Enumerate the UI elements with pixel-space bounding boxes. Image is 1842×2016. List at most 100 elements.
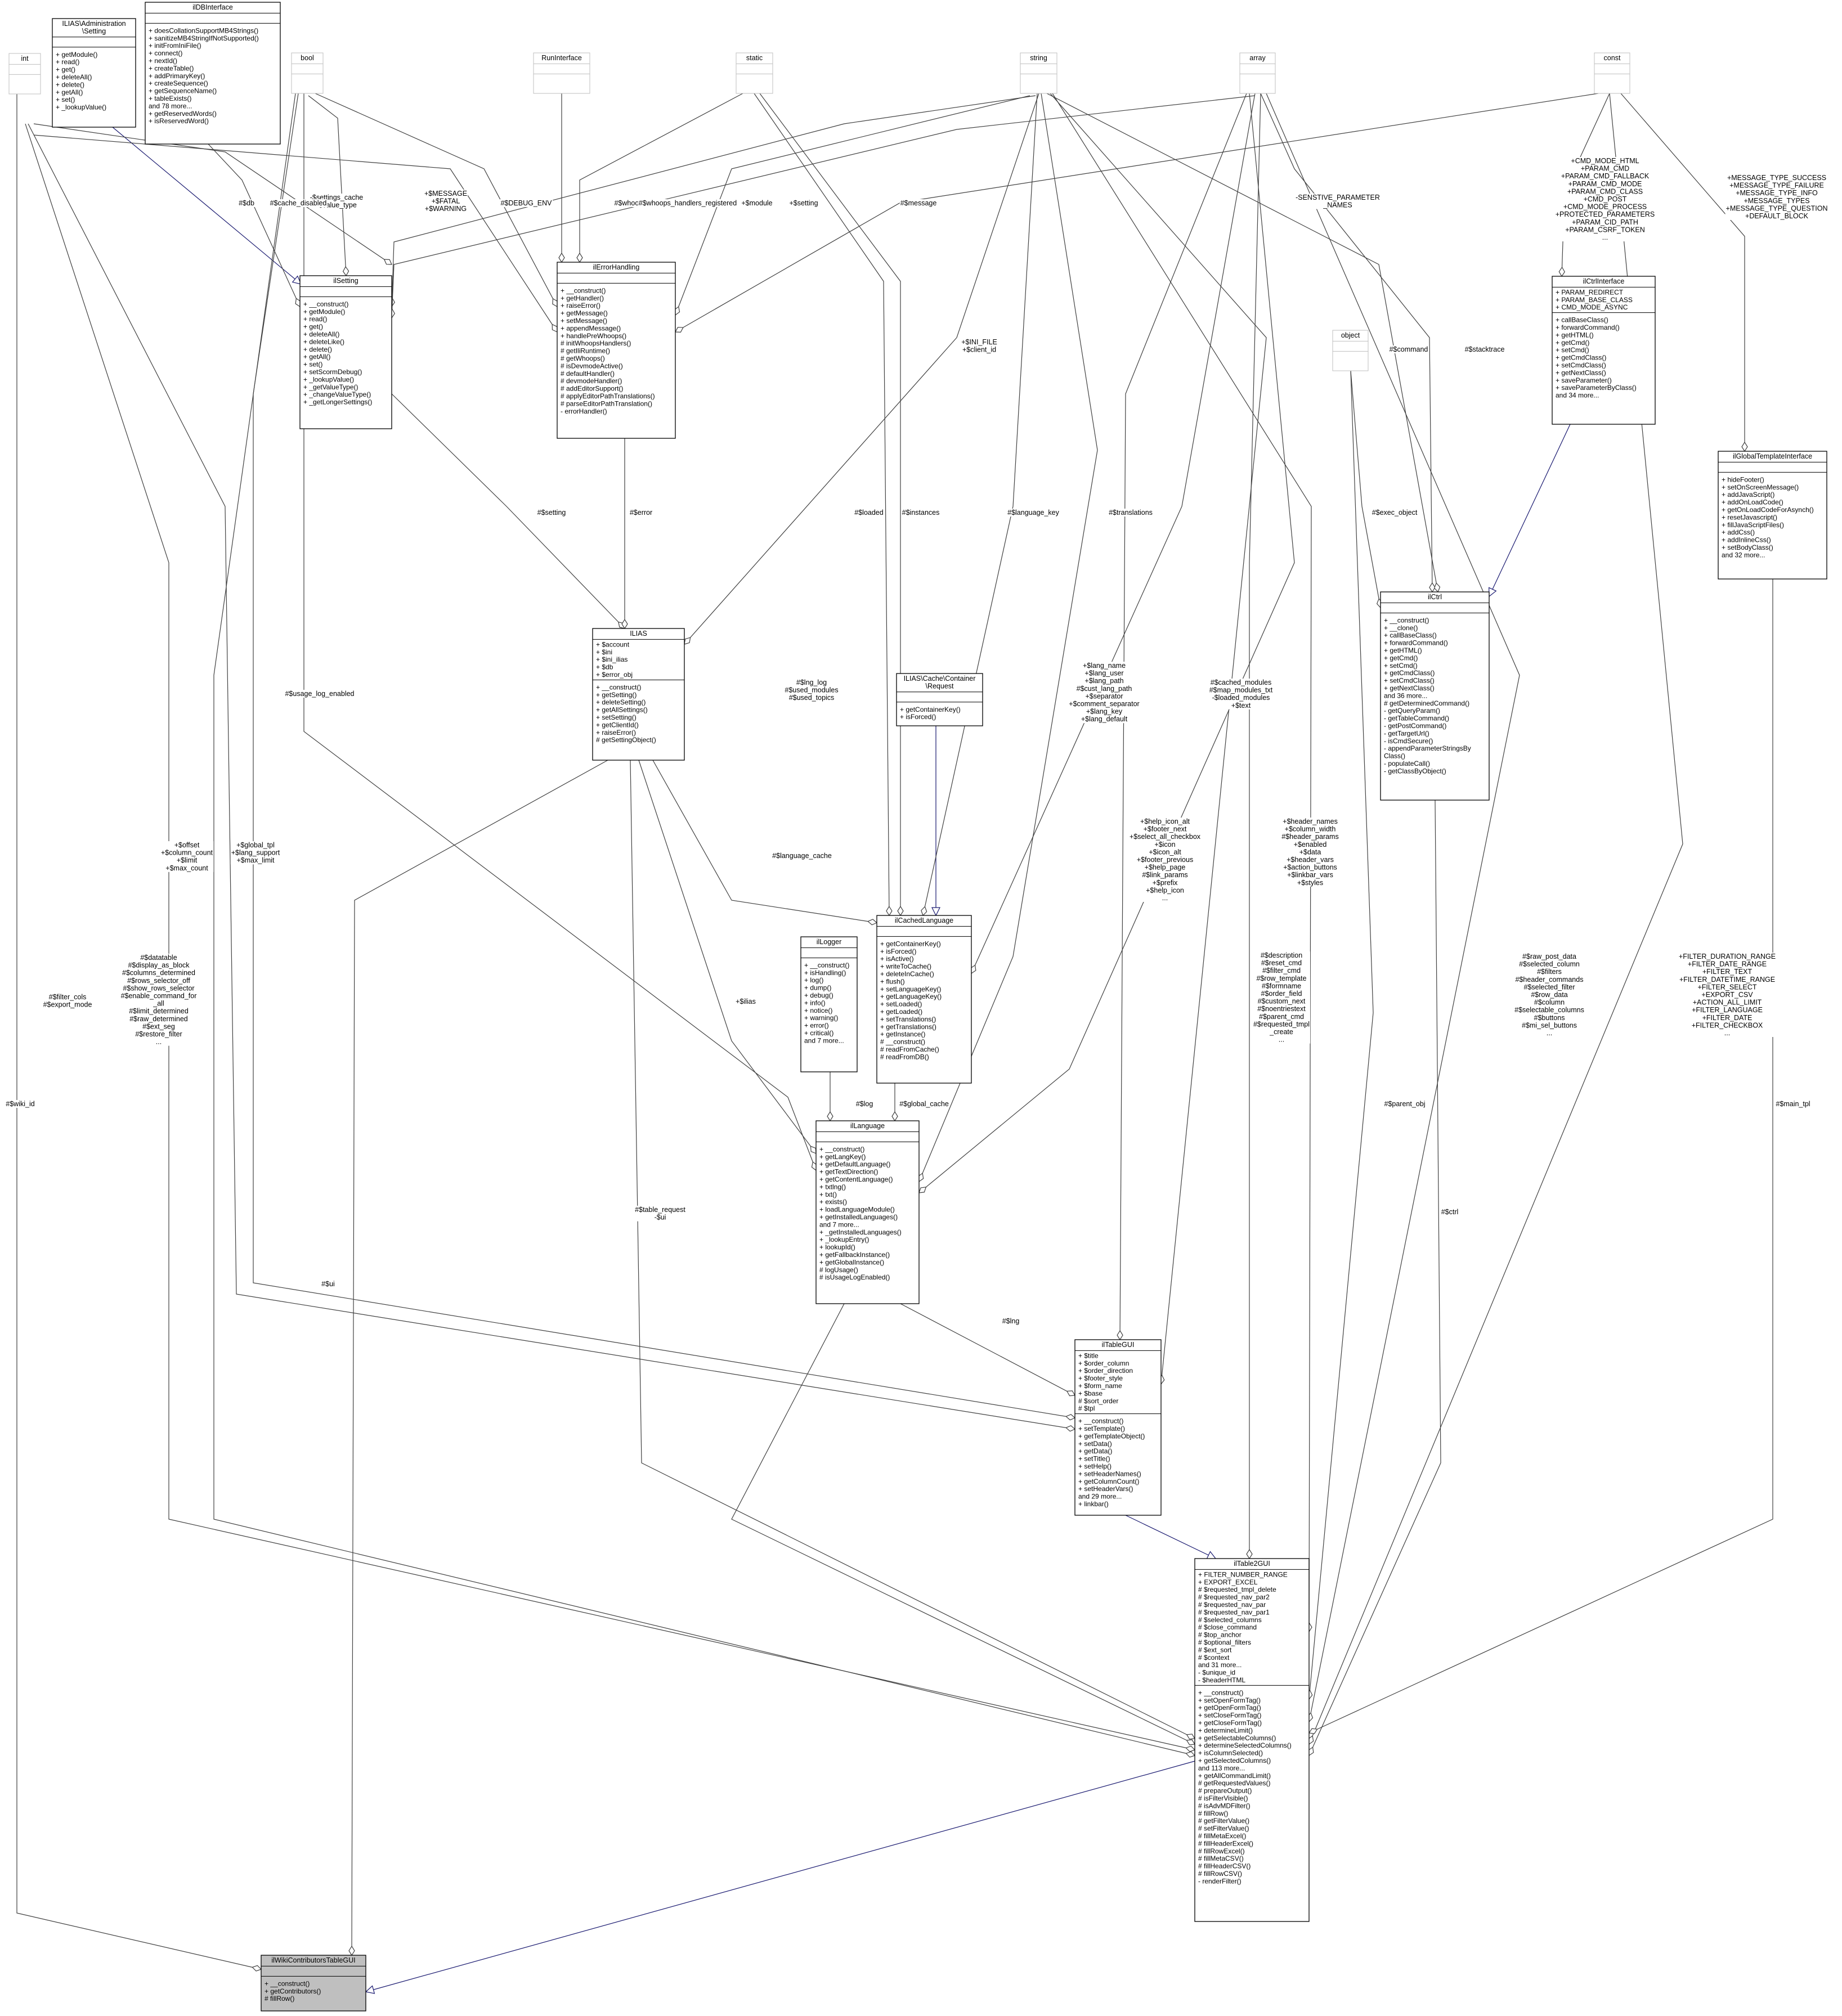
class-box-illogger[interactable]: ilLogger+ __construct()+ isHandling()+ l… xyxy=(800,936,858,1072)
aggregation-diamond xyxy=(810,1146,817,1154)
class-operation: + hideFooter() xyxy=(1722,475,1764,483)
class-box-array[interactable]: array xyxy=(1239,52,1276,94)
class-box-ilglobaltemplateinterface[interactable]: ilGlobalTemplateInterface+ hideFooter()+… xyxy=(1718,451,1827,580)
edge-label-sensitive: -SENSTIVE_PARAMETER_NAMES xyxy=(1295,194,1381,209)
class-operation: # setFilterValue() xyxy=(1198,1825,1249,1833)
class-box-object[interactable]: object xyxy=(1332,330,1369,371)
edge-label-line: _create xyxy=(1269,1028,1293,1036)
class-operation: + getSetting() xyxy=(596,691,637,699)
aggregation-diamond xyxy=(558,252,565,263)
class-box-ilcachedlanguage[interactable]: ilCachedLanguage+ getContainerKey()+ isF… xyxy=(876,915,972,1084)
class-title: ilWikiContributorsTableGUI xyxy=(271,1956,355,1964)
class-operation: + getDefaultLanguage() xyxy=(819,1160,890,1168)
class-operation: + _lookupValue() xyxy=(56,104,106,111)
edge-label-exec_object: #$exec_object xyxy=(1371,509,1418,517)
edge-label-line: #$parent_obj xyxy=(1384,1100,1426,1108)
class-box-const[interactable]: const xyxy=(1594,52,1630,94)
edge-label-db: #$db xyxy=(238,199,255,207)
edge-label-line: +CMD_MODE_PROCESS xyxy=(1563,203,1647,211)
class-box-ilctrl[interactable]: ilCtrl+ __construct()+ __clone()+ callBa… xyxy=(1380,591,1490,801)
class-box-ildbinterface[interactable]: ilDBInterface+ doesCollationSupportMB4St… xyxy=(145,2,281,145)
class-box-ilsetting[interactable]: ilSetting+ __construct()+ getModule()+ r… xyxy=(299,275,392,429)
edge-label-language_cache: #$language_cache xyxy=(772,852,832,860)
aggregation-diamond xyxy=(1065,1414,1076,1421)
class-operation: + deleteAll() xyxy=(303,330,339,338)
class-operation: + setLanguageKey() xyxy=(880,985,941,993)
class-operation: + fillJavaScriptFiles() xyxy=(1722,521,1784,529)
class-attribute: + PARAM_REDIRECT xyxy=(1556,288,1624,296)
edge-label-line: #$datatable xyxy=(140,954,177,962)
class-operation: + _getValueType() xyxy=(303,383,358,391)
relation-ilglobaltemplateinterface-to-iltable2gui xyxy=(1308,579,1773,1734)
class-box-cache_request[interactable]: ILIAS\Cache\Container\Request+ getContai… xyxy=(896,673,983,726)
edge-label-line: #$wiki_id xyxy=(6,1100,34,1108)
aggregation-diamond xyxy=(1066,1390,1076,1397)
class-operation: + setCmd() xyxy=(1384,662,1418,670)
edge-label-ini_file: +$INI_FILE+$client_id xyxy=(961,338,998,354)
edge-label-line: #$mi_sel_buttons xyxy=(1522,1021,1577,1029)
edge-label-line: +$action_buttons xyxy=(1283,864,1337,872)
edge-label-stacktrace: #$stacktrace xyxy=(1464,345,1505,353)
edge-label-line: #$filters xyxy=(1537,968,1562,976)
class-box-ilerrorhandling[interactable]: ilErrorHandling+ __construct()+ getHandl… xyxy=(557,262,676,439)
class-box-bool[interactable]: bool xyxy=(291,52,324,94)
class-operation: + exists() xyxy=(819,1198,847,1206)
class-operation: # prepareOutput() xyxy=(1198,1787,1252,1795)
class-operation: # fillRow() xyxy=(1198,1810,1228,1817)
class-operation: + getSelectableColumns() xyxy=(1198,1734,1276,1742)
class-operation: # fillMetaCSV() xyxy=(1198,1855,1244,1862)
class-operation: + connect() xyxy=(149,50,182,57)
edge-label-line: +PARAM_CMD xyxy=(1581,165,1629,173)
class-box-string[interactable]: string xyxy=(1020,52,1057,94)
edge-label-line: #$message xyxy=(900,199,937,207)
class-box-ilwiki[interactable]: ilWikiContributorsTableGUI+ __construct(… xyxy=(261,1955,366,2011)
edge-label-line: +$icon_alt xyxy=(1149,848,1181,856)
class-title: ilErrorHandling xyxy=(593,263,640,271)
class-box-int[interactable]: int xyxy=(8,53,41,95)
edge-label-line: #$lng xyxy=(1002,1317,1020,1325)
class-operation: + __construct() xyxy=(303,300,348,308)
class-title: object xyxy=(1341,331,1360,339)
class-box-ilias[interactable]: ILIAS+ $account+ $ini+ $ini_ilias+ $db+ … xyxy=(592,628,685,761)
edge-label-raw_post: #$raw_post_data#$selected_column#$filter… xyxy=(1514,953,1585,1037)
class-box-static[interactable]: static xyxy=(736,52,773,94)
edge-label-line: +$help_icon_alt xyxy=(1140,818,1190,825)
class-operation: + _getLongerSettings() xyxy=(303,398,372,406)
class-box-runinterface[interactable]: RunInterface xyxy=(533,52,590,94)
edge-label-line: +$help_icon xyxy=(1146,886,1184,894)
class-operation: + getHTML() xyxy=(1556,331,1594,339)
class-box-illanguage[interactable]: ilLanguage+ __construct()+ getLangKey()+… xyxy=(815,1120,920,1304)
edge-label-line: #$parent_cmd xyxy=(1259,1013,1304,1021)
edge-label-line: +$lang_name xyxy=(1083,662,1126,670)
class-operation: + lookupId() xyxy=(819,1243,855,1251)
class-box-iltable2gui[interactable]: ilTable2GUI+ FILTER_NUMBER_RANGE+ EXPORT… xyxy=(1194,1558,1310,1922)
edge-label-line: +$column_count xyxy=(161,849,213,857)
class-attribute: # $close_command xyxy=(1198,1623,1257,1631)
class-operation: + setBodyClass() xyxy=(1722,544,1773,551)
class-operation: + setData() xyxy=(1078,1440,1112,1448)
class-box-ilctrlinterface[interactable]: ilCtrlInterface+ PARAM_REDIRECT+ PARAM_B… xyxy=(1552,276,1656,425)
class-operation: + setOpenFormTag() xyxy=(1198,1696,1261,1704)
relation-int-to-ilsetting xyxy=(33,123,392,265)
aggregation-diamond xyxy=(1433,582,1441,593)
class-operation: # isAdvMDFilter() xyxy=(1198,1802,1251,1810)
class-operation: + getHTML() xyxy=(1384,646,1422,654)
edge-label-line: #$filter_cmd xyxy=(1262,967,1301,975)
edge-label-line: #$loaded xyxy=(854,509,883,517)
class-operation: + getOnLoadCodeForAsynch() xyxy=(1722,506,1814,514)
relation-int-to-ilwiki xyxy=(16,94,262,1972)
relation-string-to-iltablegui xyxy=(1050,93,1267,1385)
class-attribute: # $requested_nav_par xyxy=(1198,1601,1266,1609)
class-box-admin_setting[interactable]: ILIAS\Administration\Setting+ getModule(… xyxy=(52,18,136,128)
class-operation: + addInlineCss() xyxy=(1722,536,1771,544)
relation-bool-to-iltablegui xyxy=(253,93,1076,1421)
relation-ilctrl-to-iltable2gui xyxy=(1308,800,1441,1757)
class-operation: + getMessage() xyxy=(561,309,608,317)
edge-label-line: #$language_cache xyxy=(772,852,832,860)
edge-label-line: #$noentriestext xyxy=(1257,1005,1306,1013)
generalization-arrowhead xyxy=(365,1985,375,1994)
class-attribute: + PARAM_BASE_CLASS xyxy=(1556,296,1633,304)
edge-label-setting_top: +$setting xyxy=(788,199,819,207)
class-operation: + getInstance() xyxy=(880,1030,925,1038)
class-box-iltablegui[interactable]: ilTableGUI+ $title+ $order_column+ $orde… xyxy=(1074,1339,1162,1516)
